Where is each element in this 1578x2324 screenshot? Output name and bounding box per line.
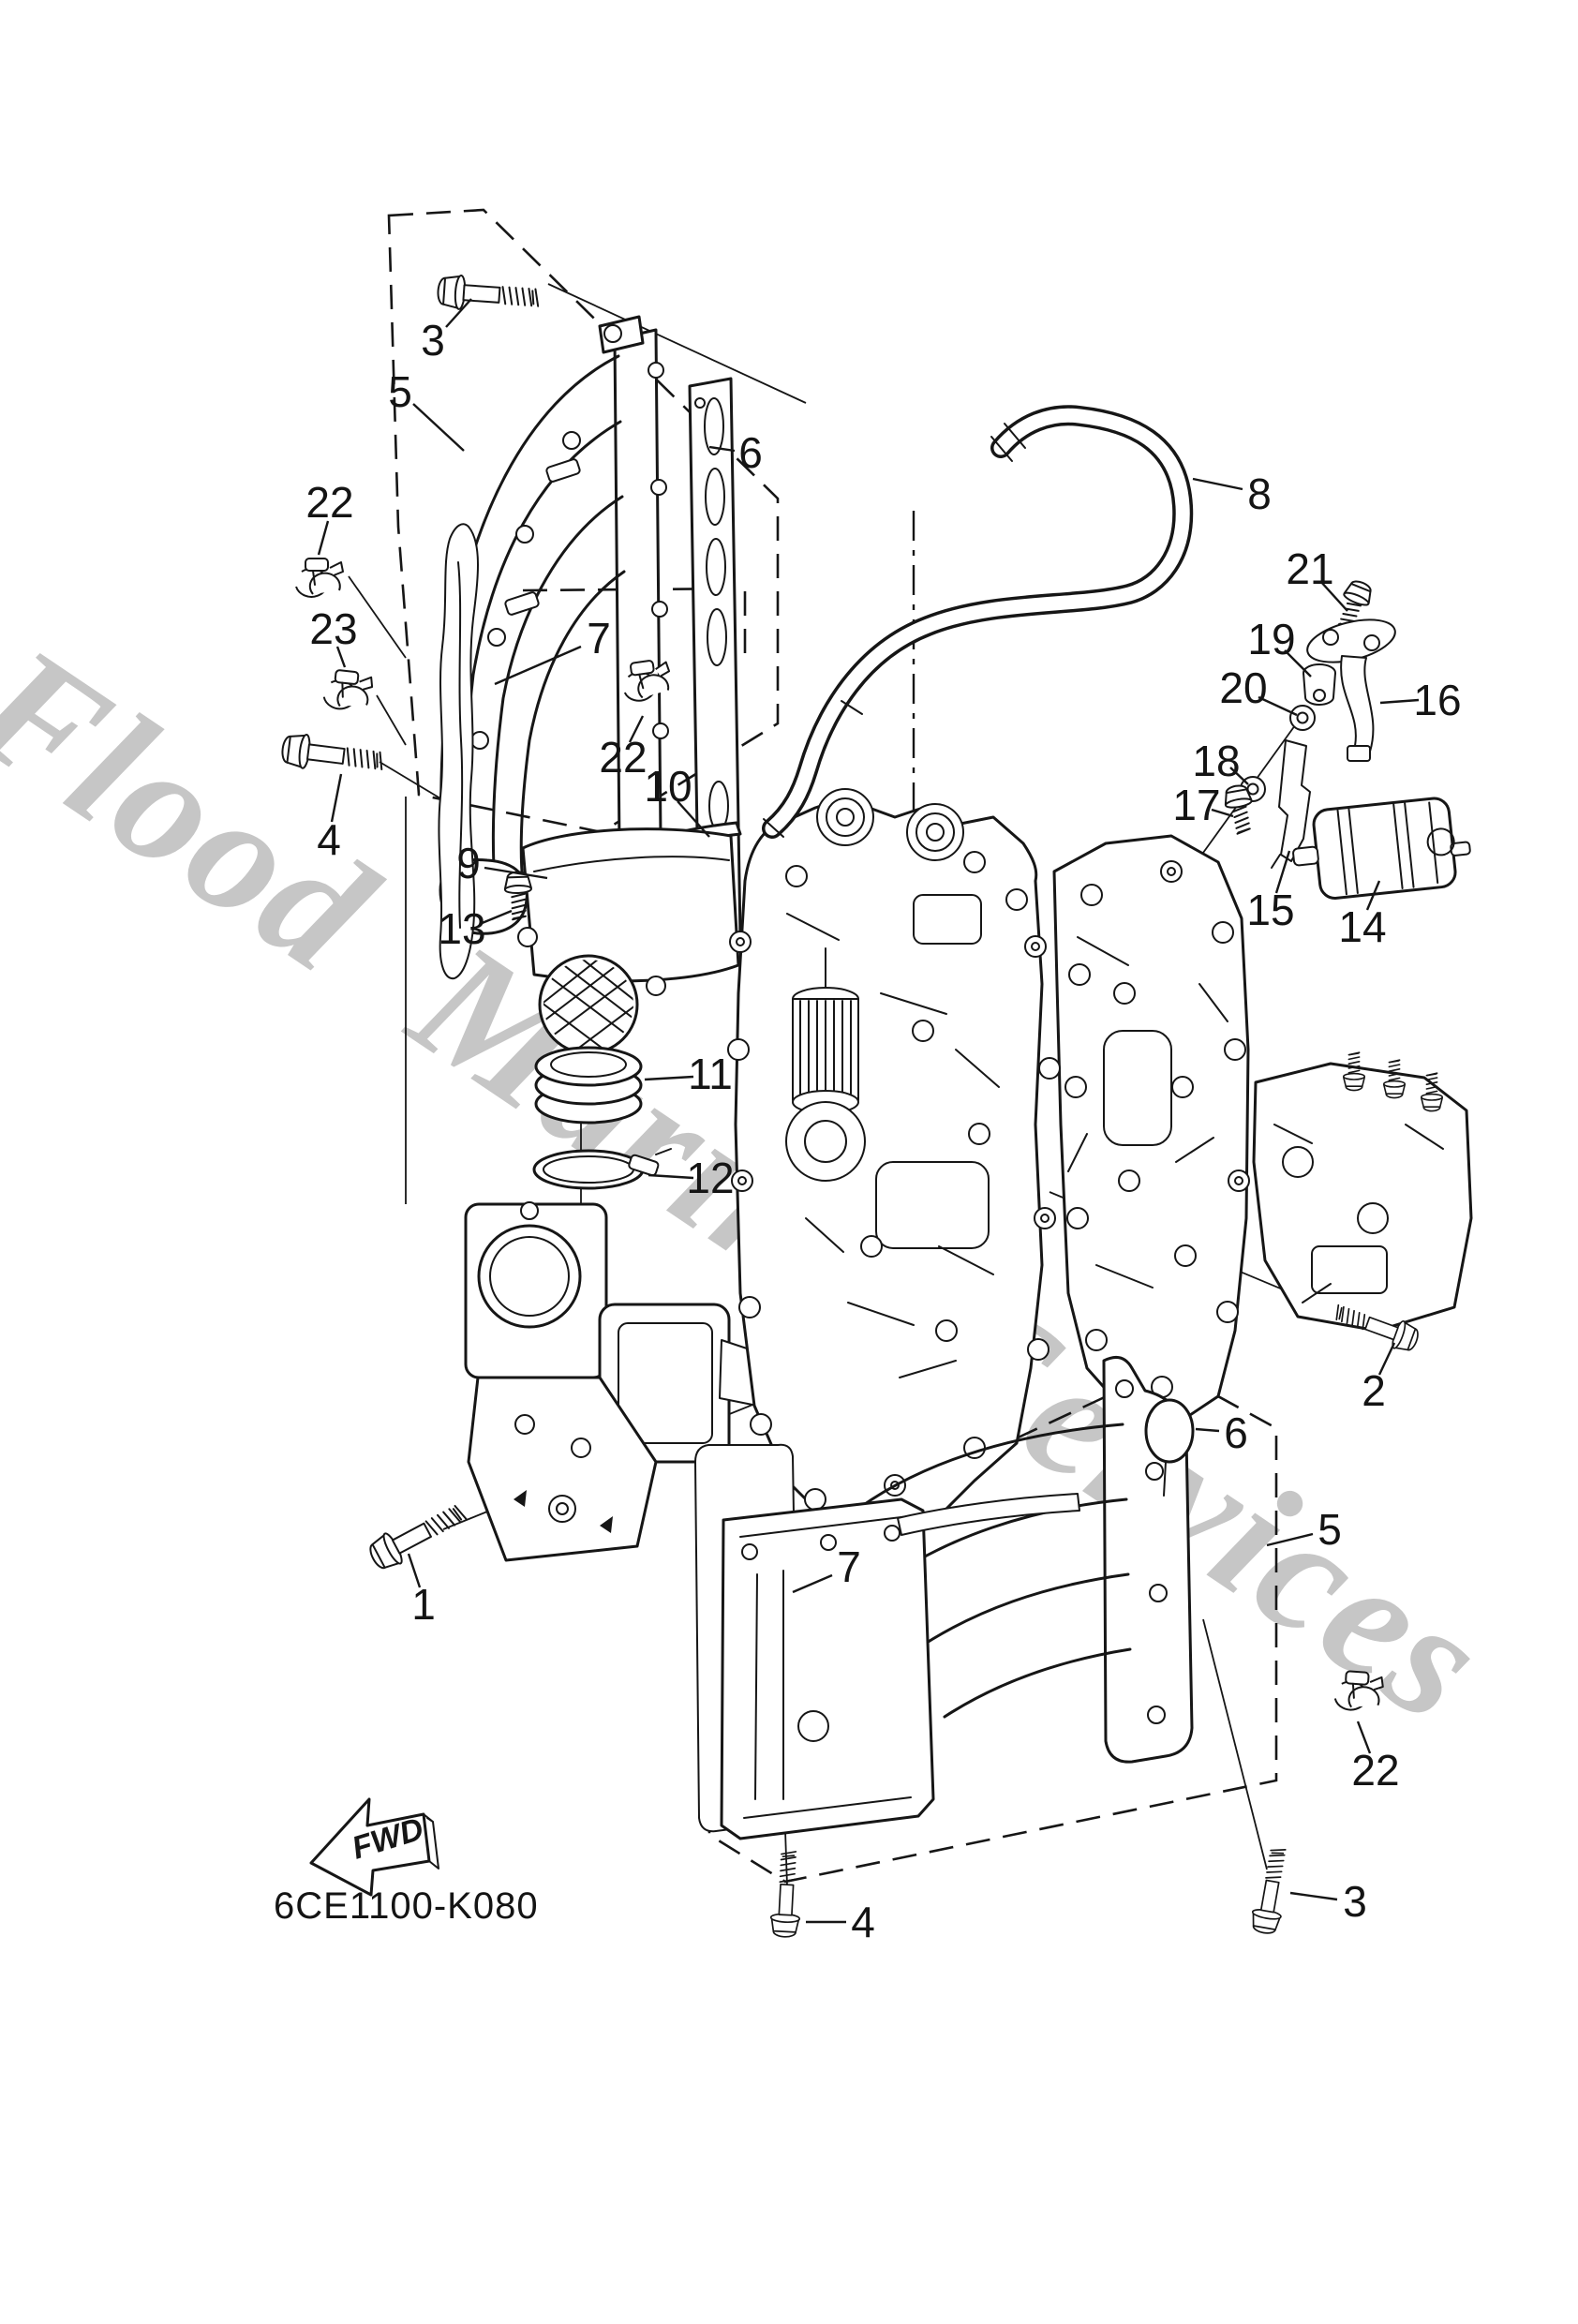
leader-line-18: [1229, 767, 1249, 785]
callout-label-4: 4: [851, 1898, 875, 1946]
gasket-plate-top: [688, 377, 742, 946]
callout-label-10: 10: [644, 762, 692, 811]
callout-label-22: 22: [599, 733, 648, 782]
callout-label-14: 14: [1338, 902, 1387, 951]
leader-line-13: [479, 909, 513, 926]
callout-label-8: 8: [1247, 469, 1272, 518]
intake-silencer: [517, 821, 742, 1055]
callout-label-7: 7: [587, 614, 611, 663]
leader-line-3: [1289, 1891, 1338, 1901]
leader-line-1: [407, 1553, 422, 1588]
leader-line-20: [1258, 695, 1298, 717]
engine-block: [727, 788, 1250, 1539]
callout-label-11: 11: [688, 1050, 733, 1098]
leader-line-5: [412, 403, 465, 452]
leader-line-22: [317, 520, 330, 556]
callout-label-19: 19: [1247, 615, 1296, 663]
leader-line-15: [1274, 850, 1291, 894]
callout-label-22: 22: [1351, 1746, 1400, 1795]
leader-line-12: [648, 1173, 694, 1180]
leader-line-7: [494, 645, 582, 686]
leader-line-11: [644, 1075, 694, 1081]
callout-label-16: 16: [1413, 676, 1462, 724]
callout-label-3: 3: [1343, 1877, 1367, 1926]
callout-label-5: 5: [388, 367, 412, 416]
callout-label-3: 3: [421, 316, 445, 365]
leader-line-6: [1195, 1427, 1220, 1433]
callout-label-6: 6: [1224, 1408, 1248, 1457]
callout-label-5: 5: [1317, 1505, 1342, 1554]
leader-line-22: [628, 715, 645, 743]
part-code: 6CE1100-K080: [274, 1885, 539, 1927]
leader-line-21: [1319, 580, 1348, 612]
carburetor-unit-right: [1252, 1051, 1473, 1333]
callout-label-20: 20: [1219, 663, 1268, 712]
leader-line-14: [1365, 880, 1381, 911]
callout-label-15: 15: [1246, 886, 1295, 934]
callout-label-13: 13: [438, 904, 486, 953]
callout-label-2: 2: [1362, 1366, 1386, 1415]
leader-line-17: [1211, 808, 1234, 818]
grommet-19: [1303, 663, 1336, 706]
leader-line-19: [1284, 649, 1312, 678]
leader-line-22: [1356, 1721, 1372, 1754]
callout-label-1: 1: [411, 1580, 436, 1629]
callout-label-4: 4: [317, 815, 341, 864]
fuel-filter-14: [1292, 797, 1471, 900]
leader-line-9: [484, 866, 548, 880]
hose-clamp-12: [532, 1148, 672, 1190]
duct-ring-11: [534, 1046, 643, 1125]
throttle-body-assembly: [405, 797, 762, 1562]
callout-label-6: 6: [738, 428, 763, 477]
leader-line-5: [1266, 1532, 1314, 1547]
leader-line-2: [1377, 1342, 1396, 1376]
leader-line-10: [677, 800, 710, 838]
leader-line-6: [708, 445, 736, 453]
leader-line-7: [792, 1573, 833, 1594]
callout-label-23: 23: [309, 604, 358, 653]
callout-label-22: 22: [305, 478, 354, 527]
leader-line-16: [1379, 698, 1420, 705]
callout-label-7: 7: [837, 1542, 861, 1591]
breather-hose: [762, 405, 1194, 839]
callout-label-21: 21: [1286, 544, 1334, 593]
seal-6-bottom: [1144, 1398, 1195, 1497]
leader-line-4: [330, 773, 343, 823]
callout-label-12: 12: [686, 1154, 735, 1202]
leader-line-3: [445, 298, 472, 328]
callout-label-17: 17: [1172, 781, 1221, 829]
fuel-filter-group: [1221, 576, 1471, 900]
leader-line-23: [335, 646, 347, 668]
fwd-arrow: FWD: [309, 1797, 439, 1897]
callout-label-18: 18: [1192, 737, 1241, 785]
gasket-7-top: [438, 523, 479, 980]
callout-label-9: 9: [456, 839, 481, 887]
leader-line-8: [1192, 477, 1243, 491]
